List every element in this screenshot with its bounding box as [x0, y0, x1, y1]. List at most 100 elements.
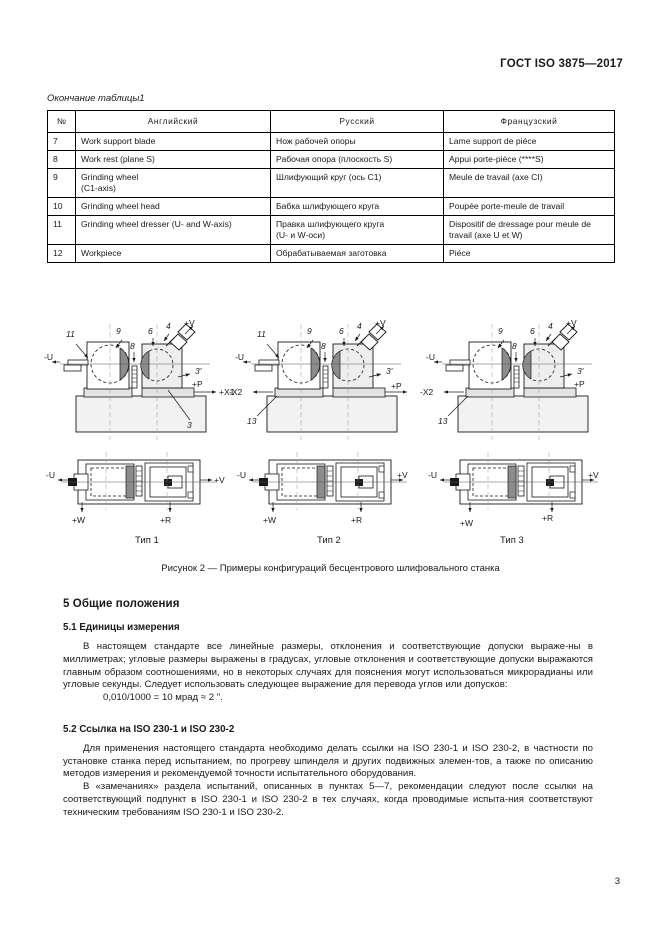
centerless-grinder-configurations-svg: -U 11 9 8 6 4 +V 3' +P +X1 3	[44, 318, 599, 528]
section-5-1-paragraph: В настоящем стандарте все линейные разме…	[63, 641, 593, 691]
svg-text:3: 3	[187, 420, 192, 430]
cell-russian: Шлифующий круг (ось C1)	[270, 167, 444, 198]
cell-number: 7	[47, 131, 76, 151]
cell-english: Grinding wheel dresser (U- and W-axis)	[75, 214, 271, 245]
svg-text:+V: +V	[214, 475, 225, 485]
figure-caption: Рисунок 2 — Примеры конфигураций бесцент…	[161, 563, 500, 574]
diagram-type3-elevation: -U 9 8 6 4 +V 3' +P -X2 13	[420, 318, 593, 441]
page-number: 3	[614, 876, 620, 887]
svg-text:3': 3'	[195, 366, 202, 376]
cell-english: Grinding wheel (C1-axis)	[75, 167, 271, 198]
svg-text:+V: +V	[588, 470, 599, 480]
cell-english: Work rest (plane S)	[75, 149, 271, 169]
table-row: 12 Workpiece Обрабатываемая заготовка Pi…	[47, 243, 615, 263]
table-row: 11 Grinding wheel dresser (U- and W-axis…	[47, 214, 615, 245]
table-row: 10 Grinding wheel head Бабка шлифующего …	[47, 196, 615, 216]
svg-text:-X2: -X2	[229, 387, 243, 397]
cell-french: Appui porte-piéce (****S)	[443, 149, 615, 169]
terminology-table-wrapper: № Английский Русский Французский 7 Work …	[47, 110, 615, 263]
svg-text:3': 3'	[386, 366, 393, 376]
table-row: 7 Work support blade Нож рабочей опоры L…	[47, 131, 615, 151]
section-5-2-heading: 5.2 Ссылка на ISO 230-1 и ISO 230-2	[63, 723, 235, 735]
cell-french: Dispositif de dressage pour meule de tra…	[443, 214, 615, 245]
svg-text:4: 4	[357, 321, 362, 331]
svg-text:-X2: -X2	[420, 387, 434, 397]
svg-text:8: 8	[512, 341, 517, 351]
svg-text:-U: -U	[44, 352, 53, 362]
column-header-french: Французский	[443, 110, 615, 133]
cell-russian: Нож рабочей опоры	[270, 131, 444, 151]
svg-text:13: 13	[247, 416, 257, 426]
svg-text:4: 4	[166, 321, 171, 331]
svg-text:4: 4	[548, 321, 553, 331]
table-header-row: № Английский Русский Французский	[47, 110, 615, 133]
svg-text:-U: -U	[237, 470, 246, 480]
svg-text:+V: +V	[375, 318, 386, 328]
cell-number: 10	[47, 196, 76, 216]
svg-text:+X1: +X1	[219, 387, 235, 397]
svg-text:+W: +W	[263, 515, 276, 525]
type-caption-3: Тип 3	[500, 535, 524, 546]
svg-text:8: 8	[321, 341, 326, 351]
svg-text:13: 13	[438, 416, 448, 426]
table-row: 8 Work rest (plane S) Рабочая опора (пло…	[47, 149, 615, 169]
svg-text:+V: +V	[184, 318, 195, 328]
column-header-english: Английский	[75, 110, 271, 133]
type-caption-2: Тип 2	[317, 535, 341, 546]
unit-conversion-formula: 0,010/1000 = 10 мрад ≈ 2 ".	[103, 692, 223, 703]
svg-text:-U: -U	[46, 470, 55, 480]
cell-russian: Правка шлифующего круга (U- и W-оси)	[270, 214, 444, 245]
document-header-standard: ГОСТ ISO 3875—2017	[500, 58, 623, 70]
cell-russian: Рабочая опора (плоскость S)	[270, 149, 444, 169]
table-row: 9 Grinding wheel (C1-axis) Шлифующий кру…	[47, 167, 615, 198]
svg-text:9: 9	[307, 326, 312, 336]
column-header-russian: Русский	[270, 110, 444, 133]
svg-text:11: 11	[257, 329, 266, 339]
cell-english: Workpiece	[75, 243, 271, 263]
cell-russian: Бабка шлифующего круга	[270, 196, 444, 216]
diagram-type1-elevation: -U 11 9 8 6 4 +V 3' +P +X1 3	[44, 318, 235, 441]
svg-text:6: 6	[530, 326, 535, 336]
diagram-type3-plan: -U +V +W +R	[428, 451, 599, 528]
svg-text:11: 11	[66, 329, 75, 339]
svg-text:8: 8	[130, 341, 135, 351]
svg-text:9: 9	[498, 326, 503, 336]
svg-text:+R: +R	[160, 515, 171, 525]
svg-text:+R: +R	[542, 513, 553, 523]
svg-text:+W: +W	[72, 515, 85, 525]
svg-text:+V: +V	[397, 470, 408, 480]
cell-english: Work support blade	[75, 131, 271, 151]
svg-text:+P: +P	[391, 381, 402, 391]
cell-number: 8	[47, 149, 76, 169]
table-body: 7 Work support blade Нож рабочей опоры L…	[47, 131, 615, 263]
svg-text:+R: +R	[351, 515, 362, 525]
section-5-heading: 5 Общие положения	[63, 598, 180, 610]
svg-text:+P: +P	[192, 379, 203, 389]
cell-english: Grinding wheel head	[75, 196, 271, 216]
svg-text:+P: +P	[574, 379, 585, 389]
section-5-2-paragraph-1: Для применения настоящего стандарта необ…	[63, 742, 593, 780]
cell-french: Poupée porte-meule de travail	[443, 196, 615, 216]
cell-french: Meule de travail (axe CI)	[443, 167, 615, 198]
svg-text:+W: +W	[460, 518, 473, 528]
svg-text:+V: +V	[566, 318, 577, 328]
svg-text:6: 6	[148, 326, 153, 336]
section-5-2-paragraph-2: В «замечаниях» раздела испытаний, описан…	[63, 781, 593, 818]
svg-text:6: 6	[339, 326, 344, 336]
table-caption: Окончание таблицы1	[47, 93, 145, 104]
cell-french: Lame support de piéce	[443, 131, 615, 151]
document-body: 5 Общие положения 5.1 Единицы измерения …	[63, 598, 593, 819]
diagram-type1-plan: -U +V +W +R	[46, 451, 225, 525]
svg-text:-U: -U	[426, 352, 435, 362]
column-header-number: №	[47, 110, 76, 133]
cell-french: Piéce	[443, 243, 615, 263]
figure-2-diagrams: -U 11 9 8 6 4 +V 3' +P +X1 3	[40, 296, 620, 546]
cell-number: 11	[47, 214, 76, 245]
terminology-table: № Английский Русский Французский 7 Work …	[47, 110, 615, 263]
section-5-1-heading: 5.1 Единицы измерения	[63, 622, 180, 633]
svg-text:-U: -U	[235, 352, 244, 362]
cell-number: 12	[47, 243, 76, 263]
table-header: № Английский Русский Французский	[47, 110, 615, 133]
cell-russian: Обрабатываемая заготовка	[270, 243, 444, 263]
